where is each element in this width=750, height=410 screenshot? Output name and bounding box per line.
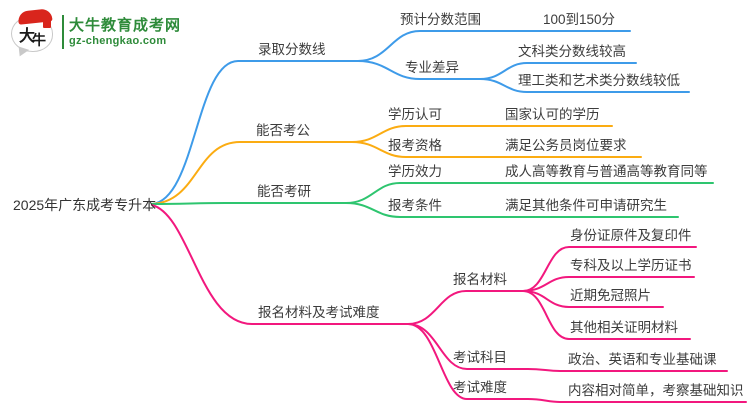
branch-line-postgraduate (151, 202, 347, 205)
leaf-state-recognized-degree[interactable]: 国家认可的学历 (505, 107, 600, 122)
node-exam-difficulty[interactable]: 考试难度 (453, 380, 507, 395)
branch-line-admission (151, 60, 359, 205)
node-postgraduate-exam[interactable]: 能否考研 (257, 184, 311, 199)
node-application-conditions[interactable]: 报考条件 (388, 198, 442, 213)
site-logo[interactable]: 大 牛 大牛教育成考网 gz-chengkao.com (10, 8, 182, 59)
branch-line-other-materials (522, 290, 691, 340)
branch-line-civil-service (151, 141, 353, 205)
leaf-apply-for-postgraduate[interactable]: 满足其他条件可申请研究生 (505, 198, 667, 213)
daniu-bubble-logo-icon: 大 牛 (10, 8, 60, 59)
leaf-equal-to-regular-education[interactable]: 成人高等教育与普通高等教育同等 (505, 164, 708, 179)
leaf-score-100-150[interactable]: 100到150分 (543, 12, 616, 27)
node-root-topic[interactable]: 2025年广东成考专升本 (13, 197, 157, 213)
leaf-politics-english-basics[interactable]: 政治、英语和专业基础课 (568, 352, 717, 367)
node-civil-service-exam[interactable]: 能否考公 (256, 123, 310, 138)
node-major-difference[interactable]: 专业差异 (405, 60, 459, 75)
node-expected-score-range[interactable]: 预计分数范围 (400, 12, 481, 27)
branch-line-degree-recognition (351, 125, 613, 143)
branch-line-application-conditions (345, 202, 679, 218)
branch-line-degree-validity (345, 182, 714, 204)
site-name: 大牛教育成考网 (69, 17, 182, 34)
node-admission-score-line[interactable]: 录取分数线 (258, 42, 326, 57)
node-materials-and-difficulty[interactable]: 报名材料及考试难度 (258, 305, 380, 320)
node-degree-recognition[interactable]: 学历认可 (388, 107, 442, 122)
leaf-science-art-lower[interactable]: 理工类和艺术类分数线较低 (518, 73, 680, 88)
branch-line-id-card (522, 246, 697, 292)
node-application-qualification[interactable]: 报考资格 (388, 138, 442, 153)
logo-divider (62, 15, 64, 49)
branch-line-application-qualification (351, 141, 642, 158)
branch-line-materials-difficulty (151, 204, 409, 325)
site-url: gz-chengkao.com (69, 35, 167, 47)
node-degree-validity[interactable]: 学历效力 (388, 164, 442, 179)
leaf-id-card-copy[interactable]: 身份证原件及复印件 (570, 228, 692, 243)
leaf-relatively-simple-content[interactable]: 内容相对简单，考察基础知识 (568, 383, 744, 398)
leaf-meet-civil-servant-requirements[interactable]: 满足公务员岗位要求 (505, 138, 627, 153)
branch-line-major-difference (357, 60, 481, 80)
branch-line-exam-subjects (407, 323, 728, 372)
node-exam-subjects[interactable]: 考试科目 (453, 350, 507, 365)
logo-char-da: 大 (19, 26, 36, 45)
leaf-recent-photo[interactable]: 近期免冠照片 (570, 288, 651, 303)
leaf-liberal-arts-higher[interactable]: 文科类分数线较高 (518, 44, 626, 59)
branch-line-expected-range (357, 30, 631, 62)
branch-line-registration-materials (407, 290, 524, 325)
branch-line-science-art (479, 78, 690, 93)
branch-line-exam-difficulty (407, 323, 747, 403)
leaf-other-certificates[interactable]: 其他相关证明材料 (570, 320, 678, 335)
leaf-college-diploma[interactable]: 专科及以上学历证书 (570, 258, 692, 273)
red-seal-icon (43, 20, 51, 28)
node-registration-materials[interactable]: 报名材料 (453, 272, 507, 287)
logo-char-niu: 牛 (32, 33, 46, 49)
